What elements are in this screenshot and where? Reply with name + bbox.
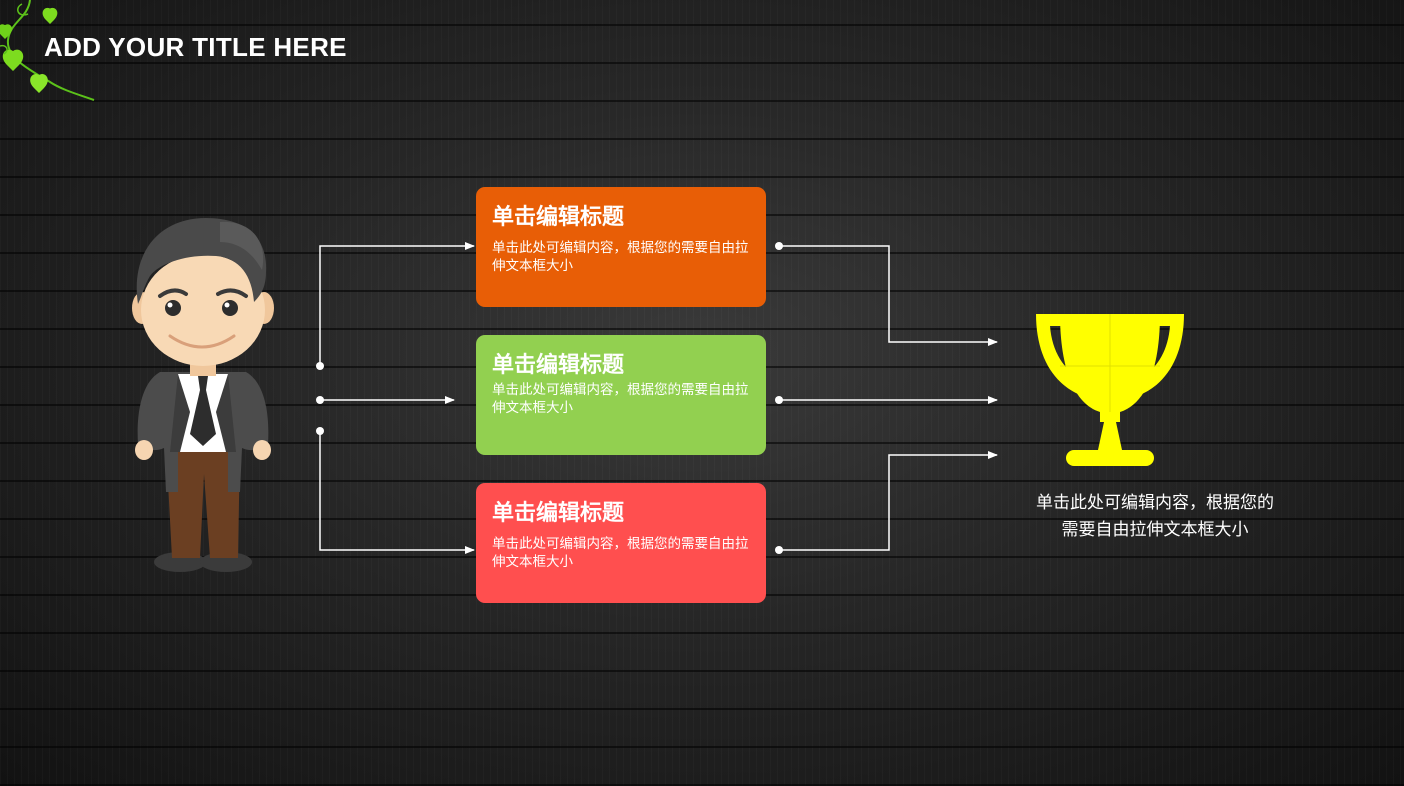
step-card-1[interactable]: 单击编辑标题 单击此处可编辑内容，根据您的需要自由拉伸文本框大小 — [476, 187, 766, 307]
businessman-icon — [132, 218, 274, 572]
connector-dot — [316, 362, 324, 370]
connector-card-1-trophy — [779, 245, 998, 346]
card-body: 单击此处可编辑内容，根据您的需要自由拉伸文本框大小 — [492, 382, 749, 416]
connector-person-card-3 — [319, 431, 475, 554]
connector-dot — [775, 396, 783, 404]
trophy-caption-line-2: 需要自由拉伸文本框大小 — [1061, 520, 1249, 540]
connector-card-3-trophy — [779, 451, 998, 551]
connector-dot — [775, 546, 783, 554]
card-title: 单击编辑标题 — [492, 205, 625, 230]
card-title: 单击编辑标题 — [492, 501, 625, 526]
step-card-2[interactable]: 单击编辑标题 单击此处可编辑内容，根据您的需要自由拉伸文本框大小 — [476, 335, 766, 455]
connector-dot — [775, 242, 783, 250]
card-body: 单击此处可编辑内容，根据您的需要自由拉伸文本框大小 — [492, 536, 749, 570]
trophy-caption-line-1: 单击此处可编辑内容，根据您的 — [1036, 493, 1274, 513]
trophy-icon — [1036, 314, 1184, 466]
trophy-caption: 单击此处可编辑内容，根据您的 需要自由拉伸文本框大小 — [1010, 490, 1300, 544]
connector-person-card-1 — [319, 242, 475, 366]
vine-decoration-icon — [0, 0, 95, 101]
connector-dot — [316, 396, 324, 404]
connector-dot — [316, 427, 324, 435]
card-title: 单击编辑标题 — [492, 353, 625, 378]
card-body: 单击此处可编辑内容，根据您的需要自由拉伸文本框大小 — [492, 240, 749, 274]
slide-title: ADD YOUR TITLE HERE — [44, 32, 347, 62]
step-card-3[interactable]: 单击编辑标题 单击此处可编辑内容，根据您的需要自由拉伸文本框大小 — [476, 483, 766, 603]
